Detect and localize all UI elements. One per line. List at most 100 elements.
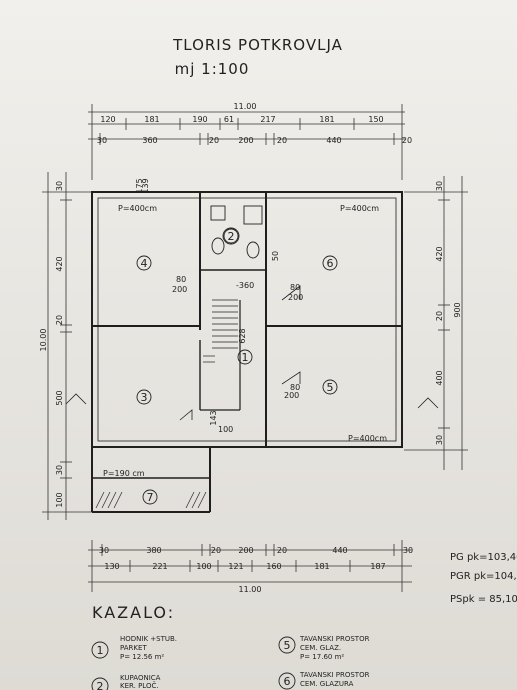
legend-1-line2: PARKET <box>120 644 147 652</box>
stair-treads <box>203 299 238 363</box>
bottom-dim-6: 440 <box>332 546 347 555</box>
right-dim-1: 30 <box>435 181 444 191</box>
top-dim-14: 20 <box>402 136 412 145</box>
top-dim-1: 120 <box>100 115 115 124</box>
left-dim-3: 20 <box>55 315 64 325</box>
bottom-dim-7: 30 <box>403 546 413 555</box>
top-dim-12: 20 <box>277 136 287 145</box>
label-200-b: 200 <box>288 293 303 302</box>
legend-5-line1: TAVANSKI PROSTOR <box>299 635 370 643</box>
label-elev-360: -360 <box>236 281 254 290</box>
summary-pgr: PGR pk=104, <box>450 571 517 582</box>
plan-title: TLORIS POTKROVLJA <box>172 36 343 54</box>
room-markers <box>136 228 338 505</box>
label-80-b: 80 <box>290 283 300 292</box>
walls <box>91 191 403 513</box>
legend-6-line2: CEM. GLAZURA <box>300 680 354 688</box>
left-dim-5: 30 <box>55 465 64 475</box>
legend-5-line3: P= 17.60 m² <box>300 653 344 661</box>
top-dim-2: 181 <box>144 115 159 124</box>
roof-windows <box>65 285 439 421</box>
legend-num-6: 6 <box>284 675 291 688</box>
bottom-dim-1: 30 <box>99 546 109 555</box>
bottom-total-dimension: 11.00 <box>239 585 262 594</box>
legend-2-line2: KER. PLOČ. <box>120 681 159 690</box>
legend-title: KAZALO: <box>92 603 175 622</box>
top-dim-7: 150 <box>368 115 383 124</box>
balcony-hatching <box>95 491 207 509</box>
bathroom-fixtures <box>210 205 263 259</box>
label-50: 50 <box>271 251 280 261</box>
legend-num-1: 1 <box>97 644 104 657</box>
bottom-dim-11: 121 <box>228 562 243 571</box>
room-number-6: 6 <box>327 257 334 270</box>
bottom-dimension-lines <box>88 540 412 592</box>
legend-markers <box>91 636 296 690</box>
room-number-2: 2 <box>228 230 235 243</box>
right-dimension-lines <box>404 176 468 470</box>
bottom-dim-12: 160 <box>266 562 281 571</box>
label-628: 628 <box>238 328 247 343</box>
top-total-dimension: 11.00 <box>234 102 257 111</box>
bottom-dim-5: 20 <box>277 546 287 555</box>
bottom-dim-2: 380 <box>146 546 161 555</box>
room-number-7: 7 <box>147 491 154 504</box>
summary-ps: PSpk = 85,10 r <box>450 594 517 605</box>
top-dim-8: 30 <box>97 136 107 145</box>
label-139-a: 139 <box>141 178 150 193</box>
label-100: 100 <box>218 425 233 434</box>
label-175-a: 175 <box>135 178 144 193</box>
top-dim-13: 440 <box>326 136 341 145</box>
room-number-3: 3 <box>141 391 148 404</box>
plan-scale: mj 1:100 <box>175 60 250 78</box>
bottom-dim-14: 187 <box>370 562 385 571</box>
legend-num-5: 5 <box>284 639 291 652</box>
left-dim-4: 500 <box>55 390 64 405</box>
top-dim-9: 360 <box>142 136 157 145</box>
label-80-a: 80 <box>176 275 186 284</box>
label-200-a: 200 <box>172 285 187 294</box>
right-dim-3: 20 <box>435 311 444 321</box>
label-143: 143 <box>209 410 218 425</box>
label-80-c: 80 <box>290 383 300 392</box>
top-dim-3: 190 <box>192 115 207 124</box>
legend-5-line2: CEM. GLAZ. <box>300 644 341 652</box>
legend-1-line1: HODNIK +STUB. <box>120 635 177 643</box>
label-p400-bottom: P=400cm <box>348 434 387 443</box>
room-number-5: 5 <box>327 381 334 394</box>
top-dim-10: 20 <box>209 136 219 145</box>
legend-2-line1: KUPAONICA <box>120 674 161 682</box>
left-dim-1: 30 <box>55 181 64 191</box>
label-200-c: 200 <box>284 391 299 400</box>
label-p400-right: P=400cm <box>340 204 379 213</box>
legend-6-line1: TAVANSKI PROSTOR <box>299 671 370 679</box>
bottom-dim-10: 100 <box>196 562 211 571</box>
top-dim-11: 200 <box>238 136 253 145</box>
legend-num-2: 2 <box>97 680 104 690</box>
right-dim-5: 30 <box>435 435 444 445</box>
label-p400-left: P=400cm <box>118 204 157 213</box>
left-total-dimension: 10.00 <box>39 329 48 352</box>
right-dim-2: 420 <box>435 246 444 261</box>
room-number-1: 1 <box>242 351 249 364</box>
top-dim-6: 181 <box>319 115 334 124</box>
label-p190: P=190 cm <box>103 469 145 478</box>
bottom-dim-13: 181 <box>314 562 329 571</box>
bottom-dim-9: 221 <box>152 562 167 571</box>
left-dimension-lines <box>42 172 96 520</box>
bottom-dim-4: 200 <box>238 546 253 555</box>
bottom-dim-8: 130 <box>104 562 119 571</box>
top-dim-4: 61 <box>224 115 234 124</box>
right-total-dimension: 900 <box>453 302 462 317</box>
legend-1-line3: P= 12.56 m² <box>120 653 164 661</box>
left-dim-2: 420 <box>55 256 64 271</box>
room-number-4: 4 <box>141 257 148 270</box>
right-dim-4: 400 <box>435 370 444 385</box>
bottom-dim-3: 20 <box>211 546 221 555</box>
top-dimension-lines <box>88 104 405 180</box>
summary-pg: PG pk=103,40 <box>450 552 517 563</box>
left-dim-6: 100 <box>55 492 64 507</box>
top-dim-5: 217 <box>260 115 275 124</box>
